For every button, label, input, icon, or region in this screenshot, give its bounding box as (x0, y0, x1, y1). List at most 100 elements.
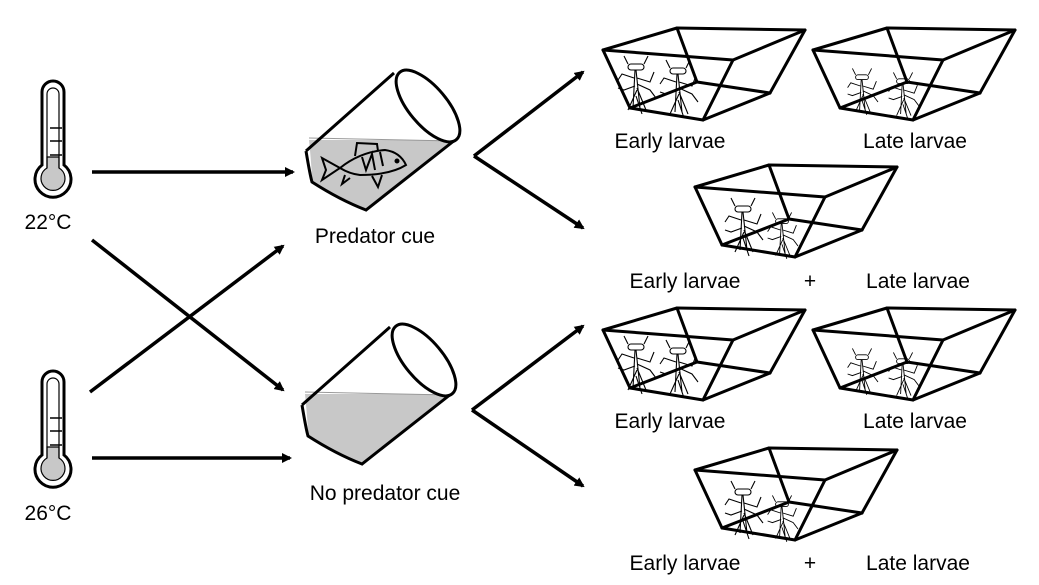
beaker-icon (304, 68, 462, 212)
tank-edge (793, 228, 864, 259)
tank (601, 306, 807, 402)
larva-body (896, 363, 912, 399)
larva-body (855, 79, 871, 115)
tank-edge (787, 217, 864, 232)
tank-edge (628, 106, 705, 122)
tank-edge (767, 446, 791, 504)
tank-label-early: Early larvae (630, 552, 741, 575)
larva-legs (847, 348, 879, 383)
tank-edge (787, 500, 864, 515)
water-surface (304, 391, 450, 396)
arrow (471, 408, 585, 488)
tank-edge (731, 308, 807, 342)
temp-label-22: 22°C (25, 211, 72, 234)
tank (811, 26, 1017, 122)
larva-body (734, 211, 754, 257)
tank-edge (675, 26, 807, 32)
larva-icon (888, 352, 920, 399)
tank-edge (811, 306, 889, 332)
tank-edge (695, 80, 772, 95)
tank-label-late: Late larvae (863, 130, 967, 153)
fish-fins (340, 174, 383, 190)
fish-icon (319, 141, 408, 190)
fish-stripes (361, 150, 384, 174)
cue-label-predator: Predator cue (315, 225, 435, 248)
larva-head (627, 63, 645, 71)
thermometer-tube (46, 377, 60, 458)
larva-body (627, 69, 647, 115)
larva-body (896, 83, 912, 119)
tank-edge (811, 26, 889, 52)
tank-frame (601, 306, 807, 402)
tank-label-plus: + (804, 552, 816, 575)
tank-edge (838, 360, 909, 390)
larva-head (734, 205, 752, 213)
larva-body (627, 349, 647, 395)
larva-head (734, 488, 752, 496)
tank-edge (601, 306, 679, 332)
tank (693, 446, 899, 542)
tank-edge (793, 195, 827, 259)
tank-edge (978, 28, 1017, 95)
fish-body (338, 148, 408, 177)
tank-edge (911, 58, 945, 122)
fish-eye (394, 158, 400, 164)
tank-edge (601, 328, 735, 342)
tank-edge (885, 26, 1017, 32)
larva-icon (888, 72, 920, 119)
tank-edge (701, 338, 735, 402)
tank-edge (811, 328, 842, 390)
tank-label-late: Late larvae (863, 410, 967, 433)
tank-edge (601, 48, 632, 110)
larva-icon (847, 348, 879, 395)
cue-label-no-predator: No predator cue (310, 482, 461, 505)
tank-edge (628, 360, 699, 390)
larva-icon (659, 59, 699, 119)
larva-icon (659, 339, 699, 399)
tank (693, 163, 899, 259)
larva-legs (617, 55, 657, 99)
tank-edge (731, 28, 807, 62)
thermometer-body (33, 79, 73, 199)
tank-edge (823, 165, 899, 199)
tank-edge (978, 308, 1017, 375)
tank-edge (911, 338, 945, 402)
tank-edge (675, 26, 699, 84)
tank-edge (911, 371, 982, 402)
tank-edge (720, 243, 797, 259)
arrow (90, 238, 285, 392)
tank-frame (811, 306, 1017, 402)
tank-edge (811, 328, 945, 342)
tank-frame (601, 26, 807, 122)
thermometer-body (33, 369, 73, 489)
larva-head (855, 354, 869, 361)
tank-edge (768, 308, 807, 375)
tank-edge (693, 185, 724, 247)
tank-edge (793, 511, 864, 542)
larva-legs (659, 59, 699, 103)
larva-legs (617, 335, 657, 379)
tank-label-plus: + (804, 270, 816, 293)
larva-icon (847, 68, 879, 115)
larva-body (669, 353, 689, 399)
larva-body (734, 494, 754, 540)
tank-edge (701, 91, 772, 122)
beaker-outline (300, 325, 452, 466)
tank-edge (675, 306, 807, 312)
larva-head (627, 343, 645, 351)
larva-legs (767, 495, 799, 530)
larva-legs (847, 68, 879, 103)
tank-edge (628, 80, 699, 110)
larva-legs (659, 339, 699, 383)
thermometer-tube (46, 87, 60, 168)
arrow (472, 70, 585, 158)
arrow (470, 324, 585, 412)
tank-edge (768, 28, 807, 95)
tank-edge (811, 48, 945, 62)
tank-edge (675, 306, 699, 364)
tank-edge (793, 478, 827, 542)
arrow (473, 154, 585, 230)
larva-legs (767, 212, 799, 247)
tank-edge (838, 80, 909, 110)
tank-edge (701, 371, 772, 402)
